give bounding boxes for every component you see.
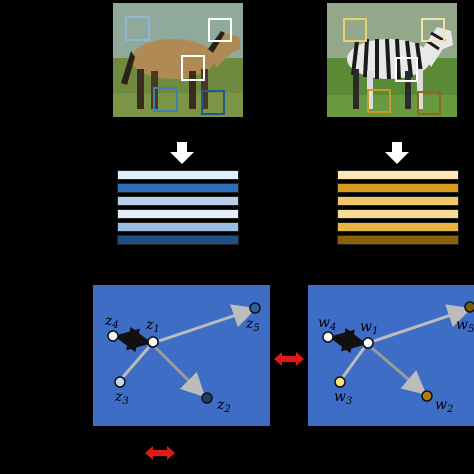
patch-right-4 — [367, 89, 391, 113]
edge-z1-z3 — [121, 346, 151, 378]
horse-image — [113, 3, 243, 117]
graph-panel-left: z1 z2 z3 z4 z5 — [93, 285, 270, 426]
zebra-illustration — [327, 3, 457, 117]
label-w4: w4 — [318, 315, 336, 333]
down-arrow-icon — [170, 142, 194, 164]
label-w2: w2 — [435, 397, 453, 415]
patch-left-3 — [181, 55, 205, 81]
horse-illustration — [113, 3, 243, 117]
double-arrow-icon — [145, 446, 175, 460]
edge-z1-z4 — [114, 326, 152, 353]
feature-bar — [337, 222, 459, 232]
feature-bar — [337, 170, 459, 180]
node-w5 — [464, 301, 474, 313]
feature-bar — [337, 235, 459, 245]
zebra-image — [327, 3, 457, 117]
feature-bar — [117, 196, 239, 206]
patch-left-4 — [153, 87, 178, 112]
graph-left: z1 z2 z3 z4 z5 — [104, 302, 261, 415]
feature-bar — [117, 235, 239, 245]
edge-w1-w5 — [373, 304, 472, 343]
node-z3 — [114, 376, 126, 388]
label-z4: z4 — [104, 313, 119, 331]
label-w3: w3 — [334, 389, 352, 407]
label-w5: w5 — [456, 317, 474, 335]
node-w3 — [334, 376, 346, 388]
graph-panel-right: w1 w2 w3 w4 w5 — [308, 285, 474, 426]
label-z5: z5 — [245, 316, 260, 334]
patch-right-2 — [421, 18, 445, 42]
edge-z1-z2 — [153, 345, 206, 398]
edge-z1-z5 — [158, 304, 257, 343]
feature-bar — [117, 183, 239, 193]
node-z2 — [201, 392, 213, 404]
node-z5 — [249, 302, 261, 314]
down-arrow-icon — [385, 142, 409, 164]
edge-w1-w4 — [329, 327, 367, 354]
feature-bar — [117, 170, 239, 180]
label-z1: z1 — [145, 317, 160, 335]
feature-bar — [117, 209, 239, 219]
node-w4 — [322, 331, 334, 343]
label-z2: z2 — [216, 397, 231, 415]
patch-left-1 — [125, 16, 150, 41]
feature-bar — [337, 183, 459, 193]
feature-bar — [337, 209, 459, 219]
edge-w1-w2 — [371, 346, 427, 395]
patch-right-3 — [395, 57, 418, 82]
node-z4 — [107, 330, 119, 342]
patch-left-5 — [201, 90, 225, 115]
label-w1: w1 — [360, 319, 378, 337]
feature-bar — [337, 196, 459, 206]
edge-w1-w3 — [341, 347, 366, 378]
graph-right: w1 w2 w3 w4 w5 — [318, 301, 474, 415]
double-arrow-icon — [274, 352, 304, 366]
patch-right-5 — [417, 91, 441, 115]
patch-right-1 — [343, 18, 367, 42]
patch-left-2 — [208, 18, 232, 42]
node-w1 — [362, 337, 374, 349]
node-w2 — [421, 390, 433, 402]
node-z1 — [147, 336, 159, 348]
label-z3: z3 — [114, 389, 129, 407]
feature-bar — [117, 222, 239, 232]
